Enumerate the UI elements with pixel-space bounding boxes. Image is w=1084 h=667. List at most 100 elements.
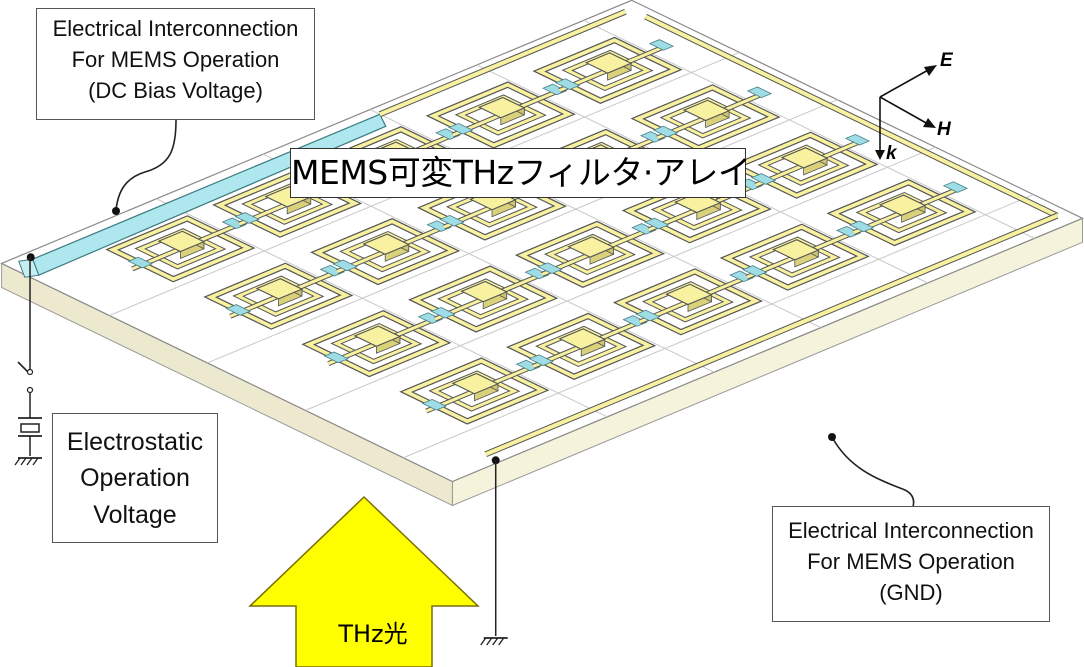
filter-cell	[301, 310, 452, 378]
anchor-post	[537, 262, 563, 274]
callout-gnd-line1: Electrical Interconnection	[788, 518, 1034, 543]
anchor-post	[554, 78, 581, 90]
filter-cell	[105, 215, 256, 283]
plate-top	[780, 147, 829, 169]
plate-top	[477, 96, 526, 119]
plate-top	[682, 99, 731, 122]
ring-metal	[108, 216, 253, 282]
leader-gnd	[831, 436, 915, 508]
ring-metal	[313, 219, 458, 284]
callout-dc-bias-line3: (DC Bias Voltage)	[88, 78, 263, 104]
plate-top	[558, 328, 607, 350]
callout-operation-voltage: Electrostatic Operation Voltage	[52, 413, 218, 543]
gnd-bus-metal	[644, 14, 1058, 218]
plate-top	[353, 325, 402, 347]
plate-top	[460, 280, 509, 303]
callout-dc-bias-line2: For MEMS Operation	[71, 47, 280, 73]
substrate-top-face	[0, 0, 1084, 483]
anchor-post	[234, 212, 260, 224]
anchor-post	[942, 181, 969, 193]
ring-metal	[517, 222, 663, 287]
anchor-post	[225, 304, 251, 316]
ring-metal	[509, 314, 654, 379]
axis-label-k: k	[886, 143, 897, 164]
filter-cell	[728, 131, 879, 199]
ring-metal	[402, 358, 547, 424]
ground-icon	[486, 637, 493, 646]
anchor-post	[439, 214, 465, 227]
plate-top	[771, 239, 820, 261]
substrate-seam	[583, 19, 1035, 239]
substrate-seam	[305, 146, 936, 411]
callout-gnd-line2: For MEMS Operation	[807, 549, 1015, 575]
callout-dc-bias: Electrical Interconnection For MEMS Oper…	[36, 8, 315, 120]
substrate-seam	[403, 194, 1034, 459]
plate-top	[878, 194, 927, 216]
anchor-post	[323, 351, 349, 364]
plate-top	[451, 372, 500, 395]
anchor-post	[652, 125, 679, 138]
plate-top	[665, 283, 713, 306]
ring-metal	[731, 132, 876, 198]
battery-icon	[20, 423, 40, 433]
filter-cell	[719, 223, 870, 291]
anchor-post	[848, 220, 875, 233]
anchor-post	[750, 173, 777, 185]
filter-cell	[514, 220, 666, 288]
plate-top	[362, 233, 411, 255]
plate-top	[255, 278, 304, 300]
ring-metal	[633, 85, 778, 151]
ring-metal	[428, 82, 573, 148]
ground-icon	[480, 637, 487, 646]
anchor-post	[742, 265, 768, 277]
axis-label-e: E	[940, 50, 953, 71]
axis-h-line	[879, 96, 929, 125]
ring-metal	[615, 269, 761, 335]
beam-arrow-shape	[248, 495, 480, 667]
switch-terminal	[26, 368, 34, 376]
ring-metal	[304, 311, 449, 376]
axis-e-line	[879, 68, 931, 98]
anchor-post	[648, 39, 675, 51]
anchor-post	[844, 133, 871, 146]
filter-cell	[826, 179, 977, 247]
plate-top	[157, 230, 206, 253]
leader-dot	[112, 207, 120, 215]
ring-metal	[535, 38, 680, 103]
gnd-bus-metal	[484, 213, 1058, 457]
switch-terminal	[26, 386, 34, 394]
ground-icon	[498, 637, 505, 646]
ring-metal	[722, 224, 867, 290]
callout-gnd: Electrical Interconnection For MEMS Oper…	[772, 506, 1050, 622]
thz-beam-label: THz光	[338, 620, 408, 648]
axis-h-arrowhead	[923, 118, 936, 128]
ground-icon	[14, 457, 21, 466]
filter-cell	[425, 81, 576, 149]
anchor-post	[528, 354, 554, 366]
ring-metal	[411, 266, 556, 332]
anchor-post	[746, 86, 773, 99]
bias-bus-metal	[379, 9, 627, 117]
callout-voltage-line3: Voltage	[93, 500, 177, 529]
callout-voltage-line2: Operation	[80, 464, 190, 493]
anchor-post	[448, 122, 474, 135]
axis-k-arrowhead	[875, 150, 885, 160]
anchor-post	[127, 256, 153, 269]
axes-icon	[875, 65, 937, 160]
substrate	[0, 0, 1084, 507]
anchor-post	[430, 306, 456, 319]
filter-cell	[408, 265, 559, 333]
ground-icon	[492, 637, 499, 646]
ground-icon	[26, 457, 33, 466]
ring-metal	[206, 263, 351, 329]
ground-icon	[20, 457, 27, 466]
substrate-seam	[207, 99, 838, 364]
diagram-title: MEMS可変THzフィルタ·アレイ	[290, 148, 751, 198]
anchor-post	[635, 309, 661, 322]
circuit-wire	[29, 256, 31, 372]
plate-top	[584, 52, 633, 74]
filter-cell	[532, 36, 683, 104]
filter-cell	[203, 262, 354, 330]
thz-beam-arrow	[248, 495, 480, 667]
anchor-post	[421, 398, 447, 411]
